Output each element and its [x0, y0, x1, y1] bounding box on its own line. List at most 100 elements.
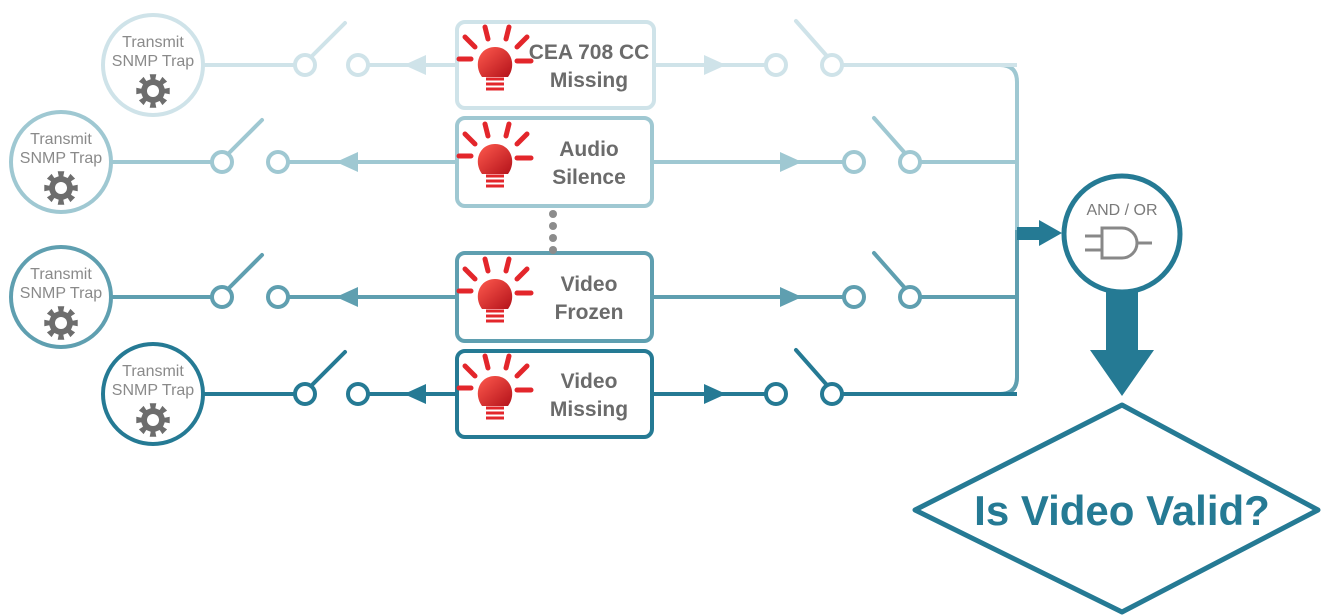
trap-label-line1: Transmit	[122, 34, 184, 51]
switch-contact	[764, 53, 788, 77]
alarm-lightbulb-icon	[456, 256, 534, 323]
ray	[514, 266, 530, 282]
bulb-glass	[477, 279, 513, 309]
bulb-glass	[477, 144, 513, 174]
trap-label-line2: SNMP Trap	[112, 382, 195, 399]
gate-node	[1061, 173, 1183, 295]
switch-lever	[794, 19, 828, 57]
switch-contact	[266, 150, 290, 174]
ray	[462, 363, 478, 379]
arrowhead-right	[780, 287, 802, 307]
ray	[482, 24, 491, 42]
bus-line	[999, 63, 1019, 396]
bulb-glass	[477, 376, 513, 406]
switch-contact	[820, 53, 844, 77]
switch-contact	[266, 285, 290, 309]
alarm-label-line2: Missing	[550, 398, 628, 421]
gate-label: AND / OR	[1086, 202, 1157, 219]
bulb-glass	[477, 47, 513, 77]
switch-lever	[309, 350, 347, 388]
ray	[514, 363, 530, 379]
switch-lever	[226, 253, 264, 291]
gear-hole	[55, 182, 67, 194]
alarm-label-line2: Frozen	[555, 301, 624, 324]
ray	[462, 266, 478, 282]
ray	[514, 131, 530, 147]
alarm-label-line2: Silence	[552, 166, 626, 189]
switch-contact	[842, 150, 866, 174]
alarm-label-line1: Video	[561, 370, 618, 393]
bus-line	[999, 230, 1019, 396]
ray	[462, 34, 478, 50]
ellipsis-dot	[549, 246, 557, 254]
switch-contact	[898, 285, 922, 309]
alarm-label-line1: Audio	[559, 138, 618, 161]
decision-diamond: Is Video Valid?	[912, 292, 1321, 615]
ray	[482, 353, 491, 371]
ray	[503, 121, 512, 139]
switch-contact	[210, 285, 234, 309]
alarm-label-line1: Video	[561, 273, 618, 296]
ellipsis-dot	[549, 234, 557, 242]
alarm-lightbulb-icon	[456, 353, 534, 420]
ray	[462, 131, 478, 147]
decision-label: Is Video Valid?	[974, 487, 1270, 534]
arrowhead-right	[780, 152, 802, 172]
switch-lever	[872, 251, 906, 289]
arrowhead-right	[704, 55, 726, 75]
switch-lever	[309, 21, 347, 59]
arrowhead-left	[404, 384, 426, 404]
switch-contact	[898, 150, 922, 174]
trap-label-line1: Transmit	[122, 363, 184, 380]
arrowhead-left	[336, 287, 358, 307]
ray	[514, 34, 530, 50]
trap-label-line2: SNMP Trap	[112, 53, 195, 70]
switch-contact	[210, 150, 234, 174]
trap-label-line2: SNMP Trap	[20, 150, 103, 167]
switch-contact	[293, 382, 317, 406]
ray	[482, 121, 491, 139]
switch-contact	[346, 53, 370, 77]
ray	[503, 353, 512, 371]
decision-arrowhead	[1090, 350, 1154, 396]
switch-contact	[293, 53, 317, 77]
gate-arrow-shaft	[1017, 227, 1039, 240]
arrowhead-right	[704, 384, 726, 404]
ellipsis-dot	[549, 222, 557, 230]
switch-lever	[794, 348, 828, 386]
bus-lines	[999, 63, 1019, 396]
ray	[503, 256, 512, 274]
decision-shape	[912, 402, 1321, 615]
trap-label-line1: Transmit	[30, 266, 92, 283]
switch-lever	[872, 116, 906, 154]
ray	[503, 24, 512, 42]
switch-lever	[226, 118, 264, 156]
ray	[482, 256, 491, 274]
alarm-lightbulb-icon	[456, 121, 534, 188]
ellipsis-dot	[549, 210, 557, 218]
switch-contact	[346, 382, 370, 406]
trap-label-line1: Transmit	[30, 131, 92, 148]
arrowhead-left	[336, 152, 358, 172]
decision-arrow-shaft	[1106, 292, 1138, 350]
logic-gate: AND / OR	[1017, 173, 1183, 295]
gear-hole	[147, 85, 159, 97]
alarm-lightbulb-icon	[456, 24, 534, 91]
gear-hole	[147, 414, 159, 426]
switch-contact	[842, 285, 866, 309]
and-gate-icon	[1085, 226, 1152, 260]
arrowhead-left	[404, 55, 426, 75]
switch-contact	[764, 382, 788, 406]
alarm-label-line1: CEA 708 CC	[529, 41, 650, 64]
gear-hole	[55, 317, 67, 329]
trap-label-line2: SNMP Trap	[20, 285, 103, 302]
switch-contact	[820, 382, 844, 406]
gate-body	[1100, 226, 1139, 260]
gate-arrowhead	[1039, 220, 1062, 246]
